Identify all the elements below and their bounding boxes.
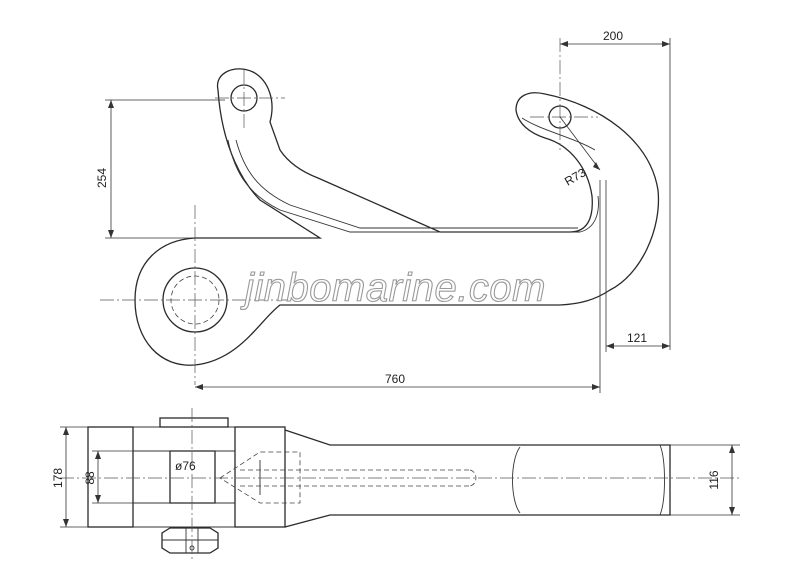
dim-tip-offset: 121	[605, 180, 670, 352]
hook-plan-view: 178 88 ø76 116	[51, 408, 740, 560]
hook-inner-contour-2	[235, 139, 578, 229]
plan-arm-outline	[284, 429, 671, 528]
fork-cheek-right	[234, 426, 286, 528]
plan-web-taper	[219, 451, 301, 504]
dim-eye-thickness: 88	[83, 450, 133, 504]
plan-hidden-end	[469, 469, 477, 487]
dim-hook-radius-label: R73	[562, 165, 588, 188]
dim-top-width: 200	[560, 29, 671, 350]
dim-tip-thickness-label: 116	[707, 470, 721, 489]
watermark-text: jinbomarine.com	[240, 266, 546, 310]
fork-cheek-left	[87, 426, 134, 528]
dim-pin-height: 254	[95, 99, 225, 239]
pin-head	[159, 417, 229, 428]
dim-tip-thickness: 116	[670, 444, 740, 516]
hook-outline	[134, 68, 660, 366]
plan-arm-inner	[512, 446, 521, 514]
dim-pin-height-label: 254	[95, 168, 109, 188]
hook-inner-contour	[227, 139, 599, 233]
dim-overall-length: 760	[195, 180, 601, 393]
dim-overall-length-label: 760	[385, 372, 405, 386]
pin-nut	[161, 527, 219, 554]
dim-eye-thickness-label: 88	[83, 471, 97, 485]
dim-pin-diameter-label: ø76	[175, 459, 196, 473]
dim-overall-thickness-label: 178	[51, 468, 65, 488]
plan-tip-end	[659, 444, 665, 516]
hook-tip-contour	[521, 117, 596, 151]
hook-elevation-view: 200 R73 254 760	[95, 29, 671, 393]
dim-tip-offset-label: 121	[627, 331, 647, 345]
dim-overall-thickness: 178	[51, 426, 88, 528]
dim-top-width-label: 200	[603, 29, 623, 43]
dim-hook-radius: R73	[559, 116, 601, 189]
